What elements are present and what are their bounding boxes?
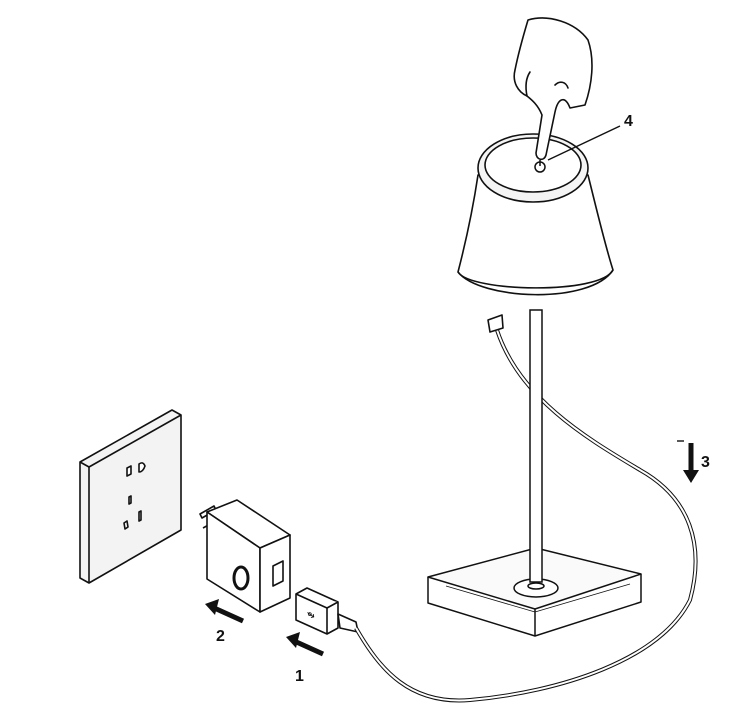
lamp-pole [529,309,543,583]
power-icon [534,160,546,173]
step-2-label: 2 [216,628,225,645]
lamp-shade [457,133,614,333]
step4-leader-line [547,125,621,161]
arrow-1 [286,632,325,657]
usb-plug: ⇴ [295,587,359,635]
step-4-label: 4 [624,113,633,130]
arrow-2 [205,599,245,624]
arrow-3 [677,440,699,483]
hand-icon [513,17,593,161]
wall-outlet [79,409,182,584]
step-3-label: 3 [701,454,710,471]
charger-adapter [199,499,291,613]
step-1-label: 1 [295,668,304,685]
charging-cable [354,317,698,703]
